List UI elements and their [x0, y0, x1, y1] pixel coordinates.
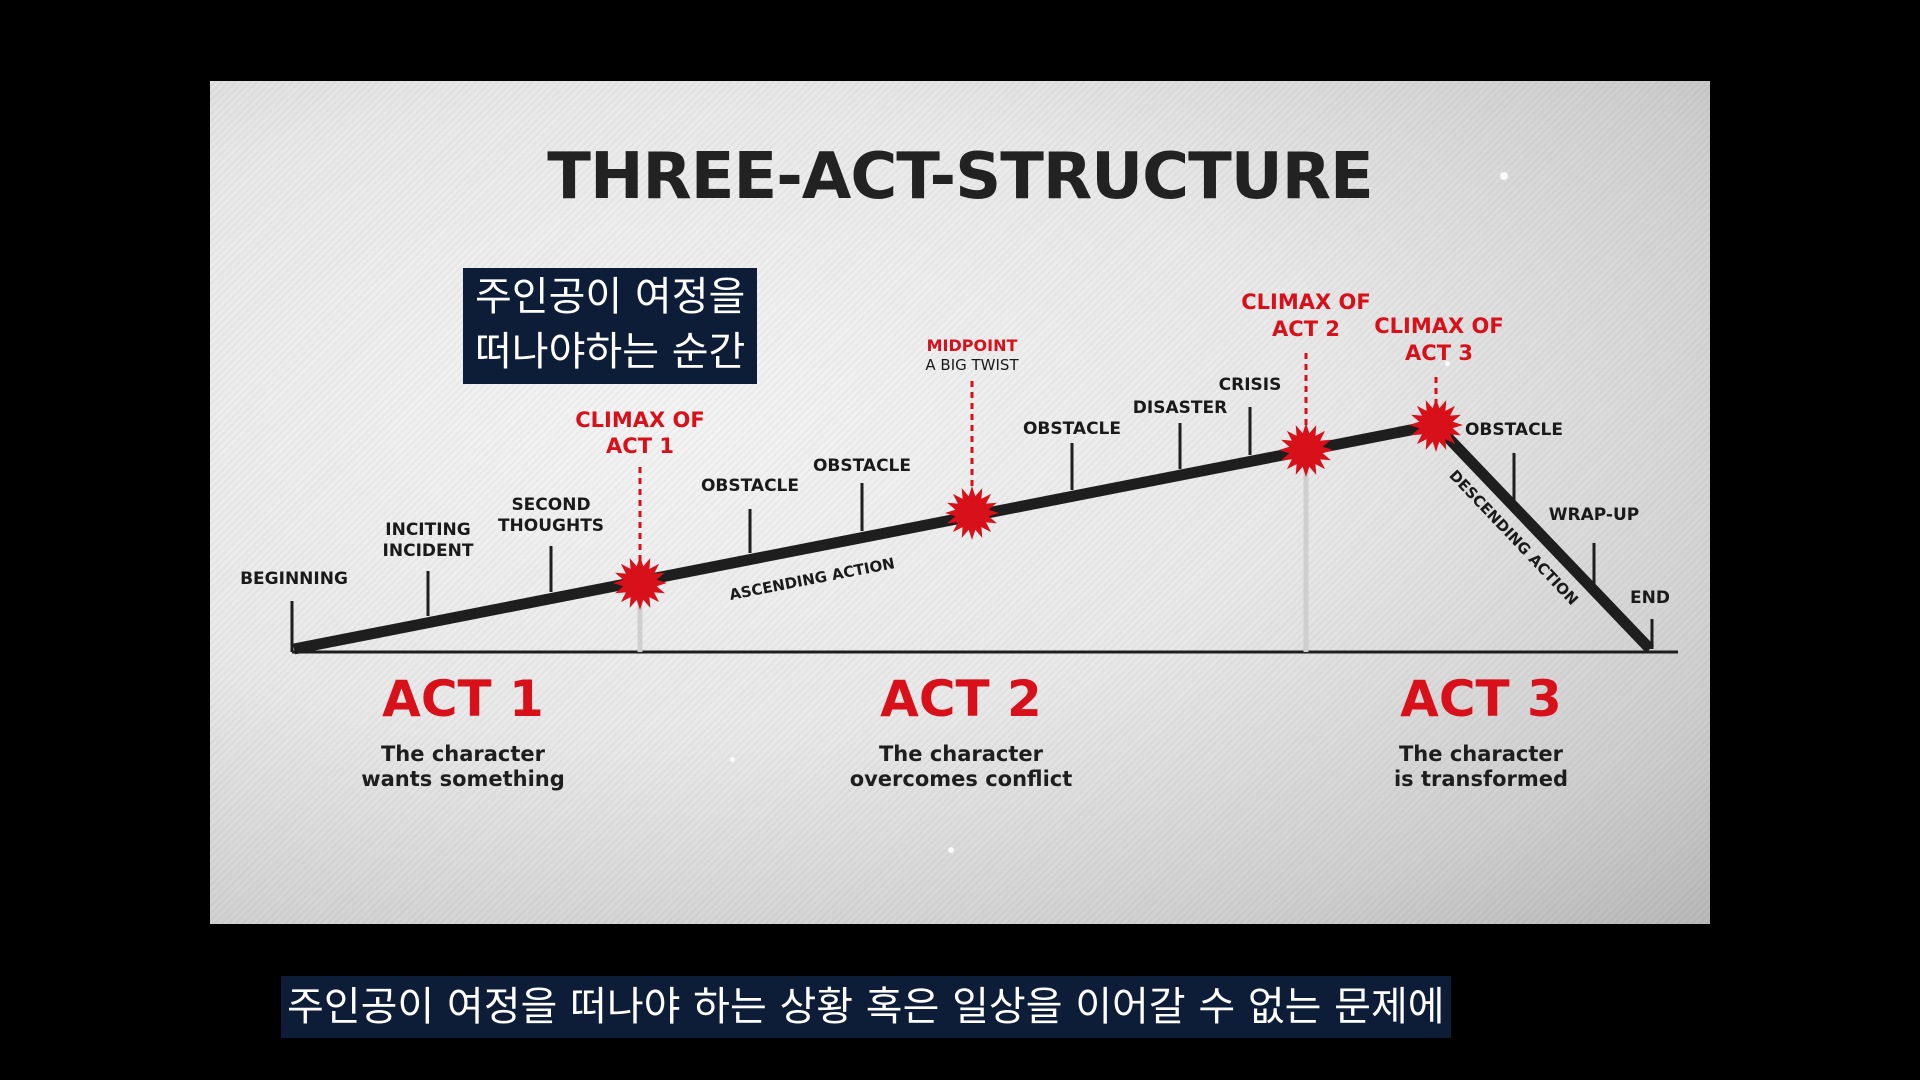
slide: THREE-ACT-STRUCTURE BEGINNING	[210, 81, 1710, 924]
starburst-icon	[613, 556, 667, 610]
starburst-shape	[1279, 423, 1333, 477]
label-climax-act1-1: CLIMAX OF	[575, 408, 704, 432]
starburst-icon	[945, 486, 999, 540]
act2-desc-2: overcomes conflict	[850, 767, 1073, 791]
decor-dot	[1445, 361, 1450, 366]
label-midpoint: MIDPOINT	[927, 336, 1018, 355]
starburst-shape	[613, 556, 667, 610]
act2-heading: ACT 2	[880, 670, 1042, 728]
act1-desc-1: The character	[381, 742, 546, 766]
diagram-title: THREE-ACT-STRUCTURE	[547, 140, 1372, 214]
act3-desc-2: is transformed	[1394, 767, 1568, 791]
label-climax-act1-2: ACT 1	[606, 434, 674, 458]
overlay-caption: 주인공이 여정을 떠나야하는 순간	[463, 268, 758, 384]
three-act-diagram: THREE-ACT-STRUCTURE BEGINNING	[240, 140, 1678, 791]
act3-desc-1: The character	[1399, 742, 1564, 766]
label-obstacle-4: OBSTACLE	[1465, 420, 1563, 440]
label-beginning: BEGINNING	[240, 569, 348, 589]
starburst-shape	[945, 486, 999, 540]
act1-desc-2: wants something	[361, 767, 565, 791]
label-crisis: CRISIS	[1219, 375, 1282, 395]
label-disaster: DISASTER	[1133, 398, 1227, 418]
overlay-caption-line1: 주인공이 여정을	[475, 274, 746, 320]
decor-dot	[948, 847, 954, 853]
label-midpoint-sub: A BIG TWIST	[925, 356, 1019, 374]
label-obstacle-3: OBSTACLE	[1023, 419, 1121, 439]
act1-heading: ACT 1	[382, 670, 544, 728]
starburst-shape	[1409, 398, 1463, 452]
act3-heading: ACT 3	[1400, 670, 1562, 728]
label-obstacle-2: OBSTACLE	[813, 456, 911, 476]
label-climax-act3-1: CLIMAX OF	[1374, 314, 1503, 338]
label-climax-act2-1: CLIMAX OF	[1241, 290, 1370, 314]
starburst-icon	[1279, 423, 1333, 477]
act2-desc-1: The character	[879, 742, 1044, 766]
label-second-1: SECOND	[511, 495, 590, 515]
label-inciting-1: INCITING	[385, 520, 470, 540]
label-climax-act3-2: ACT 3	[1405, 341, 1473, 365]
overlay-caption-line2: 떠나야하는 순간	[475, 329, 746, 375]
label-obstacle-1: OBSTACLE	[701, 476, 799, 496]
label-wrap-up: WRAP-UP	[1549, 505, 1639, 525]
decor-dot	[730, 757, 735, 762]
label-end: END	[1630, 588, 1670, 608]
subtitle-caption: 주인공이 여정을 떠나야 하는 상황 혹은 일상을 이어갈 수 없는 문제에	[281, 976, 1451, 1038]
label-second-2: THOUGHTS	[498, 516, 604, 536]
decor-dot	[1500, 172, 1508, 180]
label-climax-act2-2: ACT 2	[1272, 317, 1340, 341]
starburst-icon	[1409, 398, 1463, 452]
label-inciting-2: INCIDENT	[383, 541, 474, 561]
